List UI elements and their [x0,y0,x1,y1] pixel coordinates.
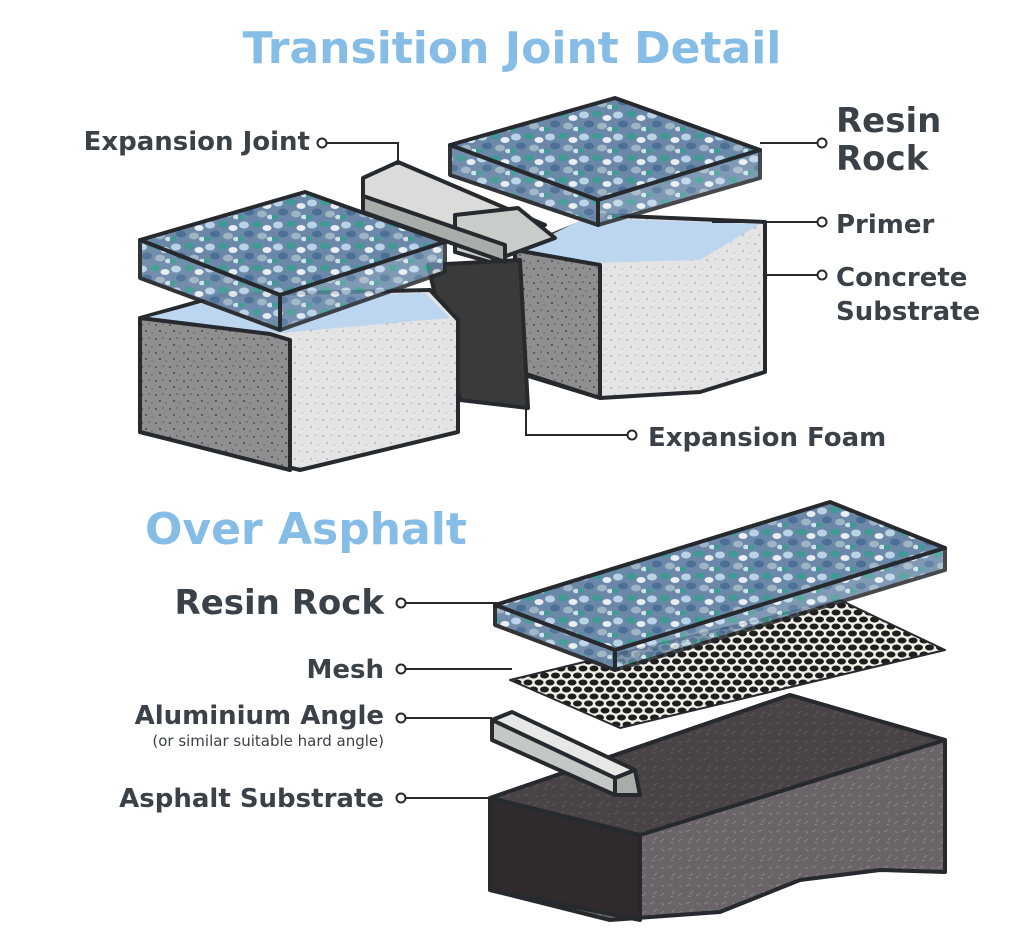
asphalt-drawing [488,500,947,922]
expansion-joint [361,160,557,264]
asphalt-title: Over Asphalt [145,504,467,555]
label-concrete-line2: Substrate [836,297,980,327]
transition-leaders [326,142,818,436]
transition-title: Transition Joint Detail [243,23,782,74]
label-aluminium-angle-note: (or similar suitable hard angle) [152,732,384,750]
aluminium-angle [490,710,642,797]
label-mesh: Mesh [307,655,385,685]
asphalt-leader-dots [395,597,407,804]
label-resin-rock-line1: Resin [836,101,941,141]
asphalt-resin-slab [493,500,947,672]
asphalt-leaders [406,602,512,799]
right-resin-slab [448,96,762,227]
label-primer: Primer [836,210,935,240]
left-resin-slab [138,190,447,332]
label-expansion-foam: Expansion Foam [648,423,886,453]
label-concrete-line1: Concrete [836,263,967,293]
transition-leader-dots [316,137,828,441]
transition-joint-drawing [138,96,767,472]
right-concrete-block [513,213,767,400]
asphalt-labels: Resin Rock Mesh Aluminium Angle (or simi… [119,583,385,814]
label-expansion-joint: Expansion Joint [84,127,310,157]
label-aluminium-angle: Aluminium Angle [135,701,384,731]
transition-labels: Expansion Joint Resin Rock Primer Concre… [84,101,981,453]
label-asphalt-substrate: Asphalt Substrate [119,784,384,814]
label-asphalt-resin-rock: Resin Rock [175,583,386,623]
label-resin-rock-line2: Rock [836,139,930,179]
asphalt-block [488,693,947,922]
